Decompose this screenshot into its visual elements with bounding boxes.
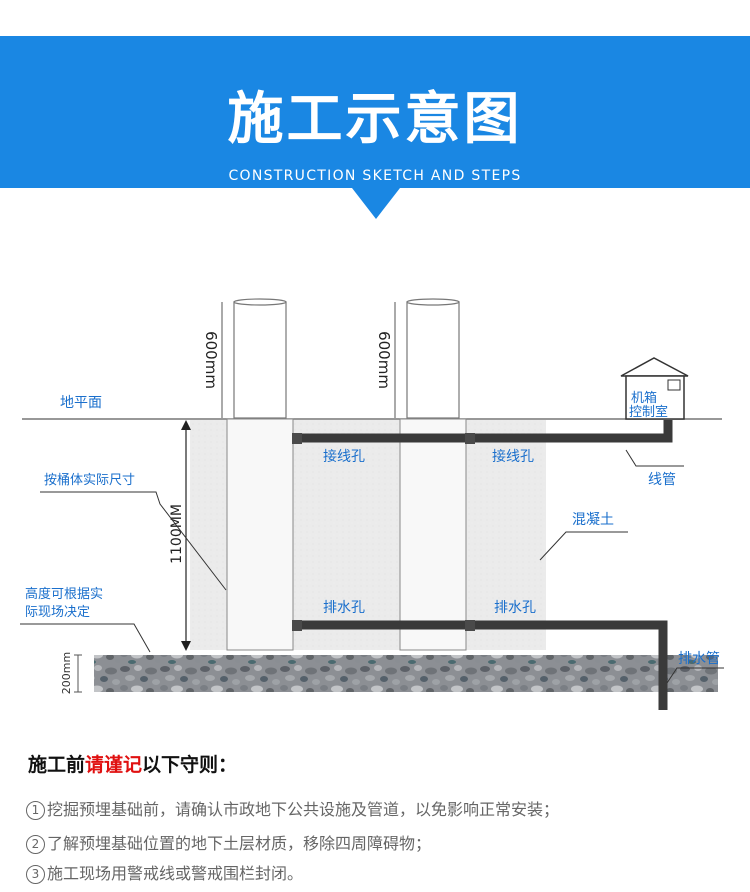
cabinet-label-1: 机箱 [631, 390, 657, 406]
pole-height-left: 600mm [202, 331, 220, 389]
construction-diagram: 地平面 600mm 600mm 1100MM 接线孔 接线孔 机箱 控制室 线管… [20, 298, 724, 710]
cabinet-roof [620, 357, 689, 377]
ground-label: 地平面 [60, 395, 102, 411]
rule-text: 施工现场用警戒线或警戒围栏封闭。 [47, 864, 304, 883]
bollard-right-buried [399, 418, 467, 651]
drain-pipe-label: 排水管 [678, 651, 720, 667]
bollard-right-above [406, 301, 460, 419]
drain-hole-label-left: 排水孔 [323, 600, 365, 616]
page-subtitle: CONSTRUCTION SKETCH AND STEPS [228, 168, 522, 184]
depth-label: 1100MM [169, 504, 185, 564]
page-title: 施工示意图 [227, 87, 523, 152]
gravel-layer [94, 655, 718, 692]
height-note-2: 际现场决定 [25, 605, 90, 620]
gravel-depth-label: 200mm [60, 652, 73, 694]
rule-number: 1 [26, 801, 45, 820]
rules-heading-suffix: 以下守则： [142, 754, 238, 776]
header-banner: 施工示意图 CONSTRUCTION SKETCH AND STEPS [0, 36, 750, 203]
cabinet-label-2: 控制室 [629, 404, 668, 420]
concrete-label: 混凝土 [572, 512, 614, 528]
rule-text: 挖掘预埋基础前，请确认市政地下公共设施及管道，以免影响正常安装； [47, 800, 560, 819]
drain-hole-label-right: 排水孔 [494, 600, 536, 616]
rules-heading: 施工前请谨记以下守则： [28, 750, 237, 777]
rules-heading-prefix: 施工前 [28, 754, 86, 776]
conduit-label: 线管 [648, 472, 676, 488]
height-note-1: 高度可根据实 [25, 586, 103, 602]
pole-height-right: 600mm [375, 331, 393, 389]
drain-pipe [293, 620, 668, 710]
rule-number: 3 [26, 865, 45, 884]
bollard-left-above [233, 301, 287, 419]
rule-text: 了解预埋基础位置的地下土层材质，移除四周障碍物； [47, 834, 432, 853]
banner-arrow [352, 188, 400, 219]
rules-heading-emphasis: 请谨记 [85, 754, 143, 776]
rule-number: 2 [26, 835, 45, 854]
wire-hole-label-left: 接线孔 [323, 448, 365, 465]
bollard-left-buried [226, 418, 294, 651]
wire-hole-label-right: 接线孔 [492, 448, 534, 465]
conduit-pipe [293, 420, 673, 443]
bucket-size-note: 按桶体实际尺寸 [44, 473, 135, 488]
